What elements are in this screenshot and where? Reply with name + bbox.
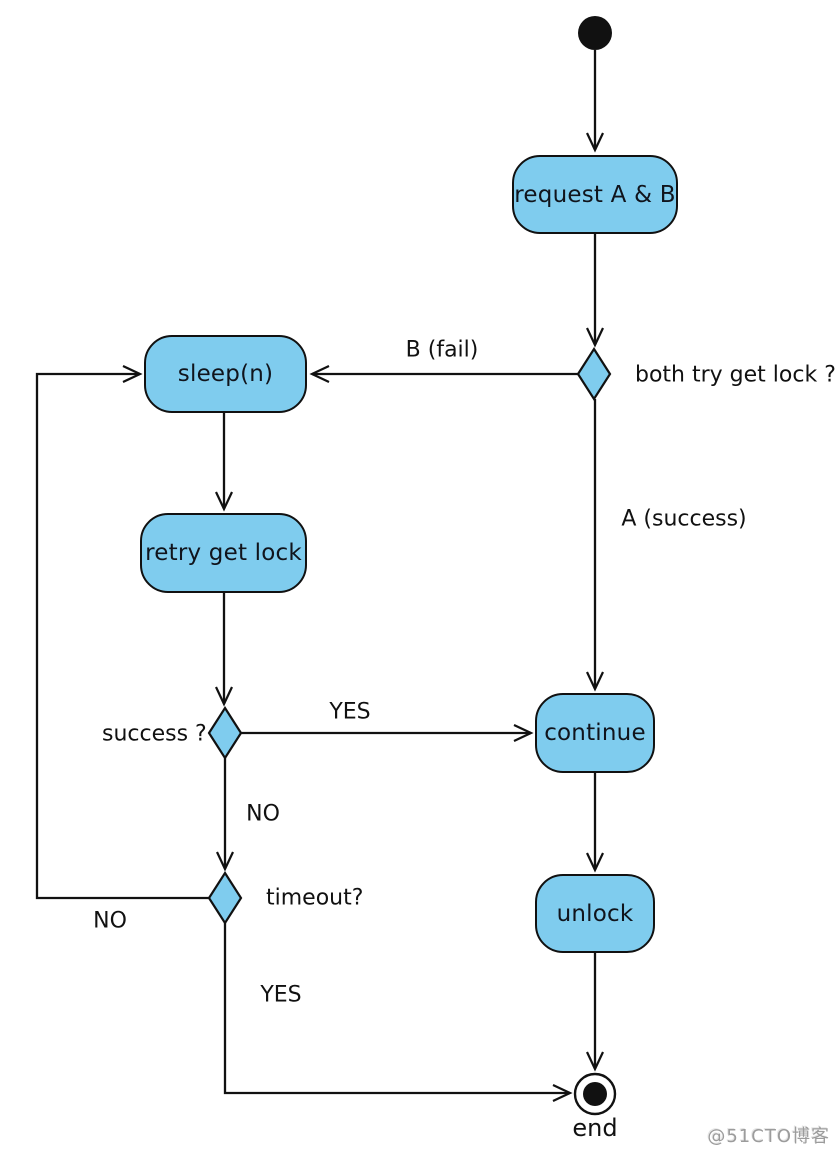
decision-success-label: success ? — [102, 721, 207, 747]
decision-both-try-get-lock-label: both try get lock ? — [635, 362, 836, 388]
action-request-label: request A & B — [514, 181, 676, 208]
action-request-a-and-b: request A & B — [512, 155, 678, 234]
edge-label-b-fail: B (fail) — [405, 337, 479, 363]
end-node-inner-dot — [583, 1082, 607, 1106]
action-unlock: unlock — [535, 874, 655, 953]
action-continue-label: continue — [544, 720, 646, 746]
action-retry-get-lock: retry get lock — [140, 513, 307, 593]
action-unlock-label: unlock — [556, 900, 634, 927]
start-node — [578, 16, 612, 50]
decision-success — [207, 705, 243, 761]
action-sleep-label: sleep(n) — [177, 361, 274, 387]
action-sleep-n: sleep(n) — [144, 335, 307, 413]
action-continue: continue — [535, 693, 655, 773]
end-node-label: end — [572, 1114, 618, 1142]
edge-label-timeout-no: NO — [93, 908, 127, 934]
edge-label-success-yes: YES — [329, 699, 371, 725]
edge-label-a-success: A (success) — [621, 506, 747, 532]
edge-label-timeout-yes: YES — [260, 982, 302, 1008]
edge-timeout-no-loop-to-sleep — [35, 365, 209, 900]
decision-timeout — [207, 870, 243, 926]
edge-timeout-yes-to-end — [223, 923, 573, 1102]
action-retry-label: retry get lock — [145, 540, 302, 566]
watermark-51cto: @51CTO博客 — [707, 1126, 830, 1147]
edge-label-success-no: NO — [246, 801, 280, 827]
decision-timeout-label: timeout? — [266, 885, 364, 911]
decision-both-try-get-lock — [576, 346, 612, 402]
